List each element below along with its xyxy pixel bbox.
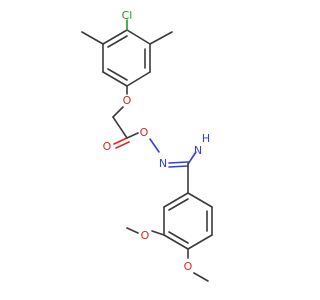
methoxy-1-bond	[151, 230, 165, 236]
molecule-canvas: Cl O O O N H N O O	[81, 9, 213, 282]
amidine-nh-bond	[187, 151, 197, 165]
ch2-carbonyl-bond	[112, 116, 128, 139]
methyl-bond-right	[149, 31, 173, 45]
ester-oxime-bond	[149, 138, 160, 153]
carbonyl-double-bond-a	[113, 137, 128, 145]
oxime-nitrogen-label: N	[159, 157, 167, 170]
carbonyl-double-bond-b	[115, 141, 130, 149]
oxime-double-bond-a	[168, 161, 189, 164]
amidine-n-label: N	[194, 144, 202, 157]
methoxy-2-oxygen-label: O	[184, 260, 193, 273]
chlorine-atom-label: Cl	[122, 9, 133, 22]
aryl-ring-bottom	[163, 192, 213, 250]
amidine-h-label: H	[202, 132, 210, 145]
carbonyl-ester-bond	[126, 132, 139, 139]
ether-ch2-bond	[112, 106, 124, 118]
methyl-bond-left	[81, 31, 104, 45]
carbonyl-oxygen-label: O	[103, 140, 112, 153]
aryl-ring-top	[102, 29, 151, 87]
ester-oxygen-label: O	[140, 126, 149, 139]
ether-oxygen-label: O	[123, 94, 132, 107]
chemical-structure-diagram: Cl O O O N H N O O	[81, 9, 213, 282]
oxime-double-bond-b	[168, 165, 189, 168]
methoxy-2-methyl-bond	[193, 272, 209, 282]
methoxy-1-oxygen-label: O	[141, 229, 150, 242]
methoxy-1-methyl-bond	[126, 227, 139, 234]
